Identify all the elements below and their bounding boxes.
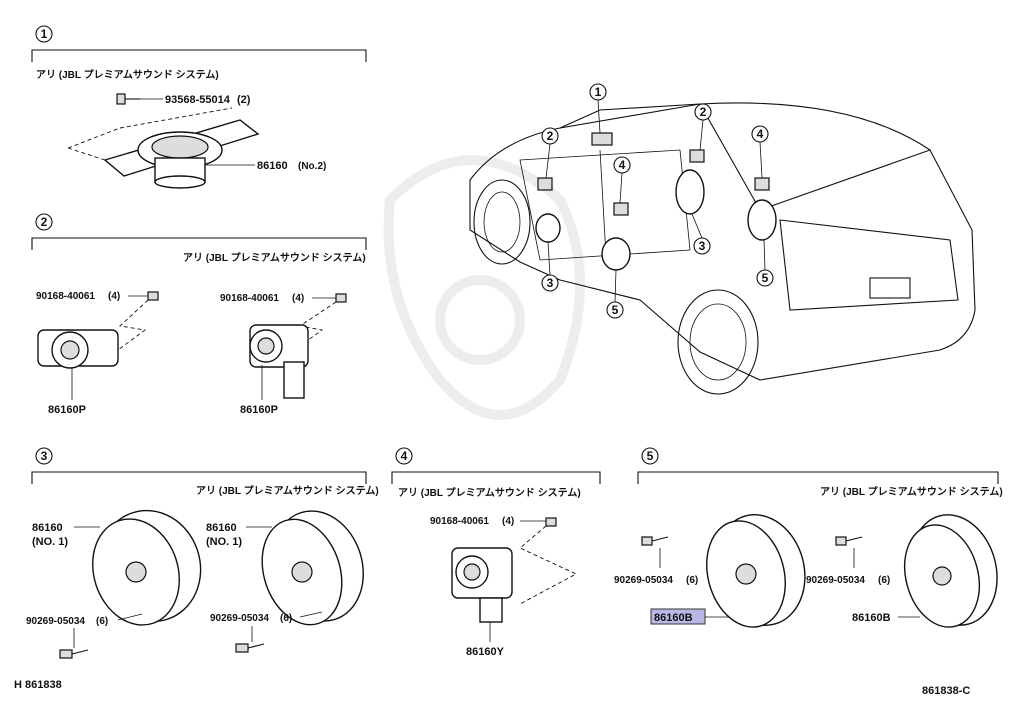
s2-right-qty: (4) [292,293,304,304]
s3-right-part: 86160 [206,522,237,534]
speaker-86160b-left-icon [706,514,806,628]
s2-right-screw: 90168-40061 [220,293,279,304]
tweeter-86160p-left-icon [37,329,119,369]
car-callout [606,301,624,319]
s3-left-screw: 90269-05034 [26,616,85,627]
section-1: 1 アリ (JBL プレミアムサウンド システム) 93568-55014 (2… [31,25,367,189]
car-callout [751,125,769,143]
s4-part: 86160Y [466,646,505,658]
car-callout [613,156,631,174]
section-4: 4 アリ (JBL プレミアムサウンド システム) 90168-40061 (4… [391,447,601,658]
footer-right-code: 861838-C [922,685,970,697]
section-5-header: アリ (JBL プレミアムサウンド システム) [820,485,1003,498]
s1-speaker-qty: (No.2) [298,161,326,172]
screw-icon [147,291,159,301]
s3-left-qty: (6) [96,616,108,627]
s3-right-sub: (NO. 1) [206,536,242,548]
vehicle-illustration [469,102,976,395]
section-4-index: 4 [401,449,408,463]
car-callout-label: 5 [762,271,769,285]
s5-right-qty: (6) [878,575,890,586]
car-callout [693,237,711,255]
section-3-index: 3 [41,449,48,463]
s4-qty: (4) [502,516,514,527]
s5-left-screw: 90269-05034 [614,575,673,586]
car-callout-label: 1 [595,85,602,99]
car-callout-label: 3 [699,239,706,253]
screw-icon [116,93,140,105]
s5-left-part-highlight [650,608,706,625]
speaker-86160-no2-icon [103,119,260,189]
car-callout-label: 2 [547,129,554,143]
car-callout-label: 4 [757,127,764,141]
car-callout-label: 5 [612,303,619,317]
s4-screw: 90168-40061 [430,516,489,527]
s5-right-screw: 90269-05034 [806,575,865,586]
screw-icon [335,293,347,303]
car-callout-label: 2 [700,105,707,119]
s5-right-part: 86160B [852,612,891,624]
section-2: 2 アリ (JBL プレミアムサウンド システム) 90168-40061 (4… [31,213,367,416]
car-callout [694,103,712,121]
section-5: 5 アリ (JBL プレミアムサウンド システム) 90269-05034 (6… [614,447,1003,628]
section-1-index: 1 [41,27,48,41]
watermark-emblem [383,155,585,420]
s2-right-part: 86160P [240,404,278,416]
section-3-header: アリ (JBL プレミアムサウンド システム) [196,484,379,497]
section-4-bracket [391,471,601,484]
s3-right-qty: (6) [280,613,292,624]
s5-left-part: 86160B [654,612,693,624]
s1-screw-part: 93568-55014 [165,94,231,106]
section-5-index: 5 [647,449,654,463]
screw-icon [59,649,89,659]
section-3: 3 アリ (JBL プレミアムサウンド システム) 86160 (NO. 1) … [26,447,379,659]
s5-left-qty: (6) [686,575,698,586]
car-callout [589,83,607,101]
s2-left-part: 86160P [48,404,86,416]
s3-left-sub: (NO. 1) [32,536,68,548]
section-2-index: 2 [41,215,48,229]
s2-left-qty: (4) [108,291,120,302]
s1-speaker-part: 86160 [257,160,288,172]
section-3-bracket [31,471,367,484]
tweeter-86160p-right-icon [249,324,309,399]
car-callouts: 1 2 2 4 4 3 3 5 5 [541,83,774,319]
screw-icon [235,643,265,653]
tweeter-86160y-icon [451,547,513,623]
car-callout [541,274,559,292]
s2-left-screw: 90168-40061 [36,291,95,302]
s3-right-screw: 90269-05034 [210,613,269,624]
speaker-86160-no1-left-icon [92,509,202,626]
car-callout-label: 4 [619,158,626,172]
screw-icon [545,517,557,527]
car-callout [756,269,774,287]
car-callout-label: 3 [547,276,554,290]
s3-left-part: 86160 [32,522,63,534]
callout-1 [35,25,53,43]
section-1-bracket [31,49,367,62]
section-1-header: アリ (JBL プレミアムサウンド システム) [36,68,219,81]
speaker-86160b-right-icon [904,514,998,628]
s1-screw-qty: (2) [237,94,251,106]
section-2-bracket [31,237,367,250]
footer-left-code: H 861838 [14,679,62,691]
screw-icon [641,536,669,546]
car-callout [541,127,559,145]
screw-icon [835,536,863,546]
section-2-header: アリ (JBL プレミアムサウンド システム) [183,251,366,264]
section-5-bracket [637,471,999,484]
speaker-86160-no1-right-icon [261,510,364,626]
section-4-header: アリ (JBL プレミアムサウンド システム) [398,486,581,499]
